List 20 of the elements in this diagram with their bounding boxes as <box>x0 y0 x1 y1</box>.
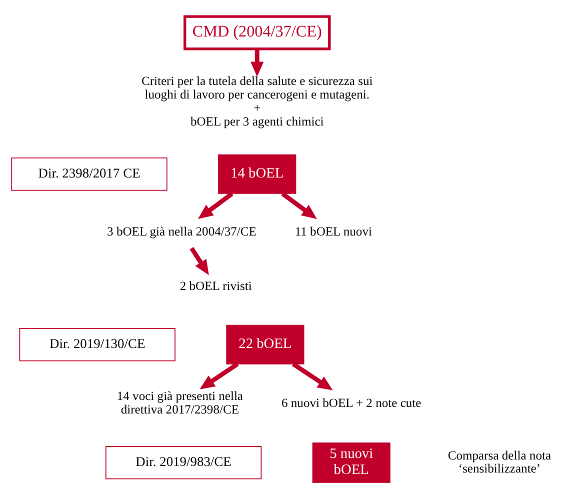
arrow <box>200 362 239 390</box>
node-box: Dir. 2019/983/CE <box>105 446 262 480</box>
node-box: Dir. 2398/2017 CE <box>11 158 168 191</box>
node-text: 6 nuovi bOEL + 2 note cute <box>282 396 422 410</box>
node-text: Criteri per la tutela della salute e sicurezza sui luoghi di lavoro per cancerogeni e mutageni. + bOEL per 3 agenti chimici <box>141 74 373 128</box>
node-box: Dir. 2019/130/CE <box>19 328 176 362</box>
arrow <box>198 192 234 220</box>
node-text: 14 voci già presenti nella direttiva 2017/2398/CE <box>116 389 243 416</box>
arrow <box>292 362 333 390</box>
arrow <box>190 247 209 276</box>
node-text: 3 bOEL già nella 2004/37/CE <box>107 224 256 238</box>
node-text: 2 bOEL rivisti <box>180 279 252 294</box>
node-box: 14 bOEL <box>218 154 296 194</box>
node-text: 11 bOEL nuovi <box>294 224 372 238</box>
arrow <box>250 48 264 77</box>
node-box: 22 bOEL <box>226 324 304 364</box>
node-box: 5 nuovi bOEL <box>312 442 390 483</box>
node-box: CMD (2004/37/CE) <box>184 15 331 50</box>
label: Comparsa della nota ‘sensibilizzante’ <box>448 448 552 476</box>
arrow <box>281 192 317 219</box>
